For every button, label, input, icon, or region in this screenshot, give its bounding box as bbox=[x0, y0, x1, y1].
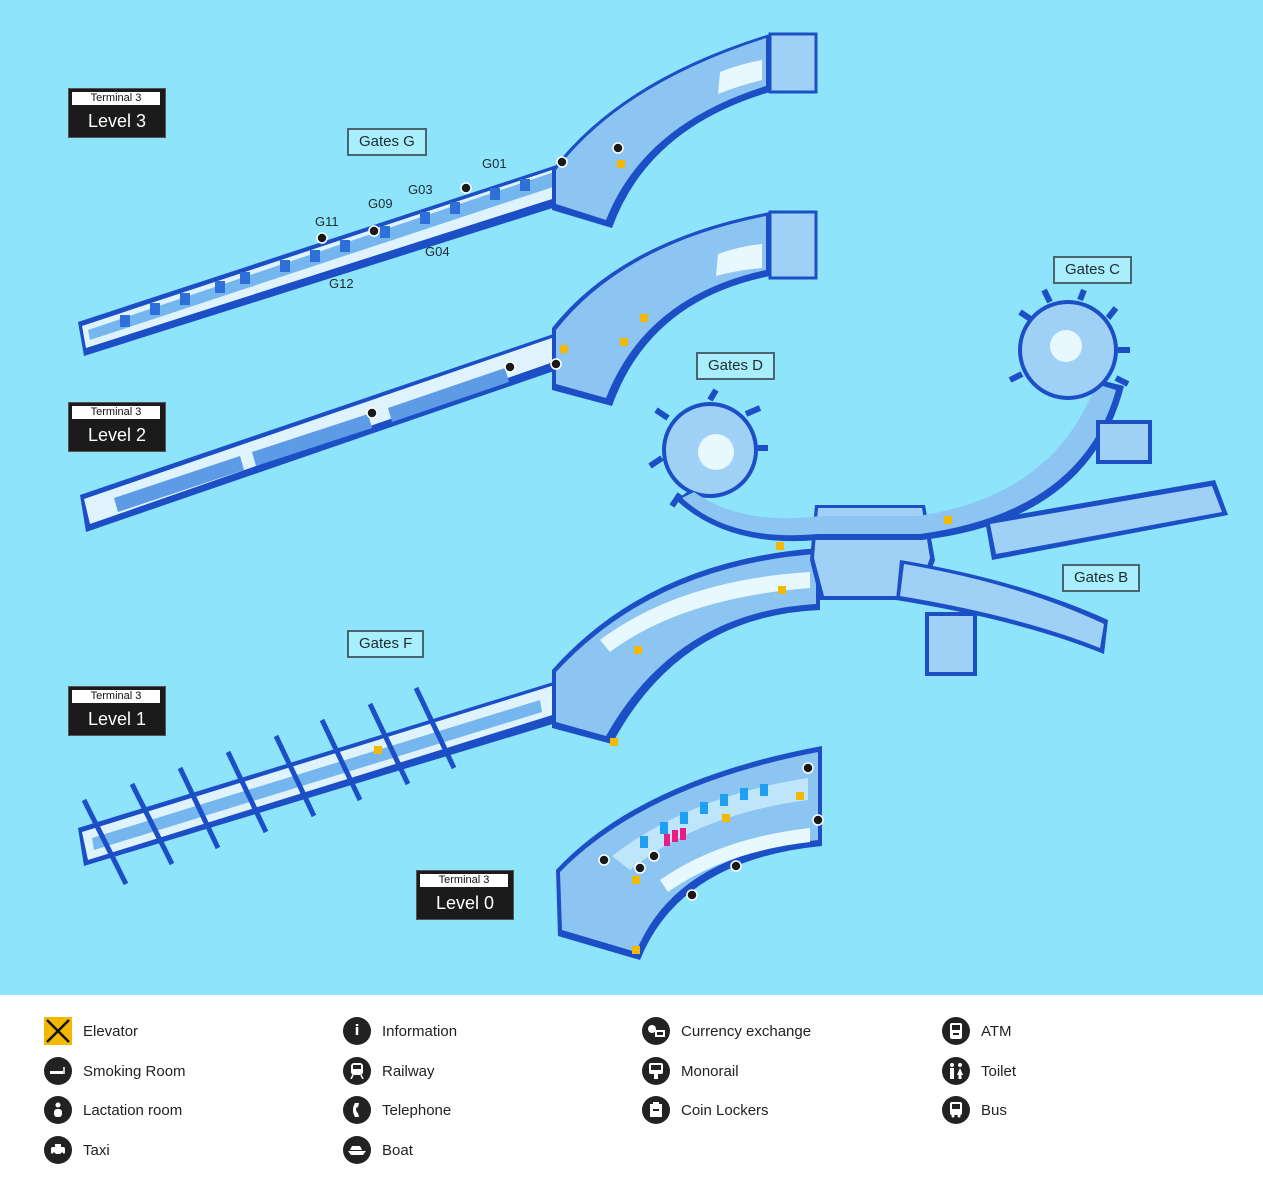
legend-item-information: i Information bbox=[343, 1017, 457, 1045]
terminal-label: Terminal 3 bbox=[420, 874, 508, 887]
legend-label: Elevator bbox=[83, 1022, 139, 1040]
gate-label: G12 bbox=[329, 276, 354, 291]
taxi-icon bbox=[44, 1136, 72, 1164]
legend-label: Bus bbox=[981, 1101, 1007, 1119]
legend-label: Telephone bbox=[382, 1101, 452, 1119]
legend-item-toilet: Toilet bbox=[942, 1057, 1016, 1085]
gate-label: G03 bbox=[408, 182, 433, 197]
level-label: Level 2 bbox=[87, 425, 147, 445]
legend-item-coin-lockers: Coin Lockers bbox=[642, 1096, 769, 1124]
telephone-icon bbox=[343, 1096, 371, 1124]
legend-item-monorail: Monorail bbox=[642, 1057, 739, 1085]
level-3-tag: Terminal 3 Level 3 bbox=[68, 88, 166, 138]
legend-item-taxi: Taxi bbox=[44, 1136, 110, 1164]
legend-item-railway: Railway bbox=[343, 1057, 435, 1085]
legend-item-lactation-room: Lactation room bbox=[44, 1096, 182, 1124]
gates-c-label: Gates C bbox=[1053, 256, 1133, 284]
smoking-room-icon bbox=[44, 1057, 72, 1085]
gate-label: G04 bbox=[425, 244, 450, 259]
railway-icon bbox=[343, 1057, 371, 1085]
gate-label: G09 bbox=[368, 196, 393, 211]
legend-label: Boat bbox=[382, 1141, 413, 1159]
legend-item-telephone: Telephone bbox=[343, 1096, 451, 1124]
level-label: Level 3 bbox=[87, 111, 147, 131]
gate-label: G01 bbox=[482, 156, 507, 171]
atm-icon bbox=[942, 1017, 970, 1045]
terminal-label: Terminal 3 bbox=[72, 690, 160, 703]
level-2-tag: Terminal 3 Level 2 bbox=[68, 402, 166, 452]
gates-f-label: Gates F bbox=[347, 630, 425, 658]
legend-item-currency-exchange: Currency exchange bbox=[642, 1017, 811, 1045]
terminal-map: Terminal 3 Level 3 Terminal 3 Level 2 Te… bbox=[0, 0, 1263, 995]
lactation-room-icon bbox=[44, 1096, 72, 1124]
legend-label: Coin Lockers bbox=[681, 1101, 769, 1119]
map-legend: Elevator Smoking Room Lactation room Tax… bbox=[0, 995, 1263, 1186]
legend-item-boat: Boat bbox=[343, 1136, 413, 1164]
information-icon: i bbox=[343, 1017, 371, 1045]
boat-icon bbox=[343, 1136, 371, 1164]
level-label: Level 0 bbox=[435, 893, 495, 913]
terminal-label: Terminal 3 bbox=[72, 92, 160, 105]
gate-label: G11 bbox=[315, 214, 339, 229]
gates-g-label: Gates G bbox=[347, 128, 427, 156]
legend-item-elevator: Elevator bbox=[44, 1017, 138, 1045]
gates-d-label: Gates D bbox=[696, 352, 776, 380]
terminal-label: Terminal 3 bbox=[72, 406, 160, 419]
legend-label: ATM bbox=[981, 1022, 1012, 1040]
legend-item-atm: ATM bbox=[942, 1017, 1012, 1045]
currency-exchange-icon bbox=[642, 1017, 670, 1045]
legend-label: Railway bbox=[382, 1062, 435, 1080]
legend-label: Toilet bbox=[981, 1062, 1017, 1080]
coin-lockers-icon bbox=[642, 1096, 670, 1124]
legend-label: Taxi bbox=[83, 1141, 110, 1159]
level-3-floorplan bbox=[78, 32, 818, 356]
level-2-floorplan bbox=[80, 210, 818, 532]
legend-item-bus: Bus bbox=[942, 1096, 1007, 1124]
elevator-icon bbox=[44, 1017, 72, 1045]
level-label: Level 1 bbox=[87, 709, 147, 729]
legend-label: Monorail bbox=[681, 1062, 739, 1080]
level-0-tag: Terminal 3 Level 0 bbox=[416, 870, 514, 920]
legend-label: Currency exchange bbox=[681, 1022, 812, 1040]
elevator-markers bbox=[374, 160, 952, 954]
legend-label: Information bbox=[382, 1022, 458, 1040]
level-0-floorplan bbox=[556, 746, 822, 960]
monorail-icon bbox=[642, 1057, 670, 1085]
legend-label: Smoking Room bbox=[83, 1062, 186, 1080]
toilet-icon bbox=[942, 1057, 970, 1085]
level-1-floorplan bbox=[78, 288, 1228, 886]
gates-b-label: Gates B bbox=[1062, 564, 1141, 592]
facility-markers bbox=[316, 142, 824, 901]
legend-item-smoking-room: Smoking Room bbox=[44, 1057, 186, 1085]
bus-icon bbox=[942, 1096, 970, 1124]
legend-label: Lactation room bbox=[83, 1101, 183, 1119]
terminal-floor-plans bbox=[78, 32, 1228, 960]
level-1-tag: Terminal 3 Level 1 bbox=[68, 686, 166, 736]
